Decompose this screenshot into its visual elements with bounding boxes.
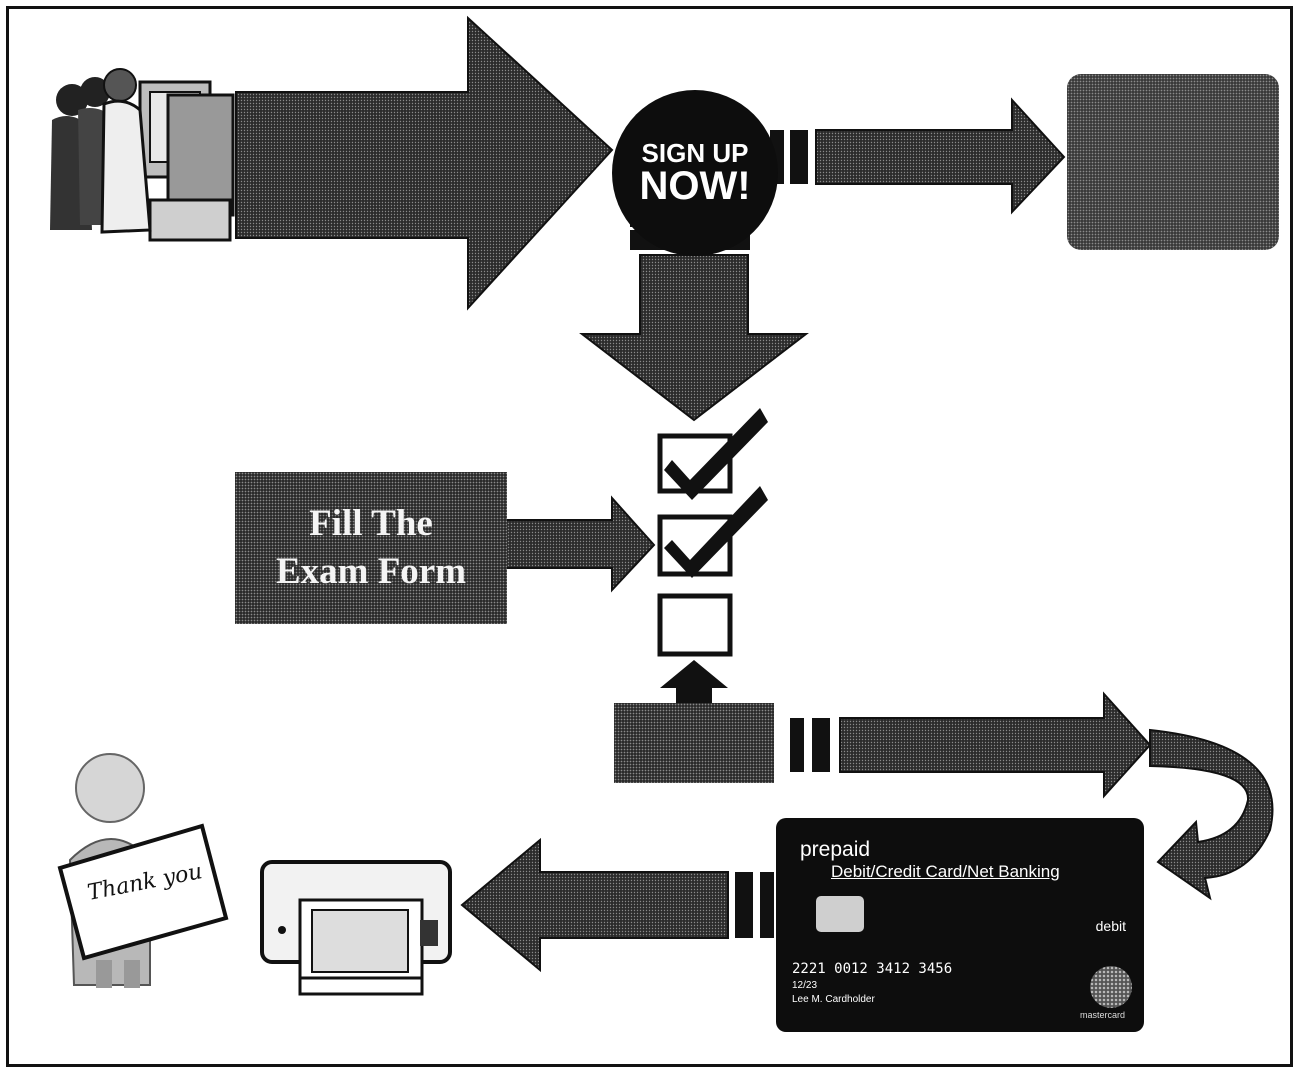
card-brand: mastercard xyxy=(1080,1010,1126,1020)
printer-illustration xyxy=(260,860,452,996)
card-expiry: 12/23 xyxy=(792,980,818,991)
card-chip-icon xyxy=(816,896,864,932)
now-text: NOW! xyxy=(639,164,751,208)
computer-users-illustration xyxy=(50,68,235,242)
sign-up-badge: SIGN UP NOW! xyxy=(612,90,778,256)
debit-label: debit xyxy=(1095,918,1126,934)
checkbox-empty xyxy=(657,593,733,657)
fill-exam-form-label: Fill The Exam Form xyxy=(275,503,467,592)
contact-info-box xyxy=(1067,74,1279,250)
card-to-printer-arrow xyxy=(460,837,774,973)
card-holder: Lee M. Cardholder xyxy=(792,994,875,1005)
submit-box xyxy=(614,703,774,783)
website-arrow xyxy=(235,15,614,311)
payment-card: prepaid Debit/Credit Card/Net Banking de… xyxy=(776,818,1144,1032)
payment-methods-label: Debit/Credit Card/Net Banking xyxy=(831,862,1060,881)
thank-you-person xyxy=(57,753,229,988)
signup-to-contact-arrow xyxy=(770,97,1066,215)
submit-up-arrow xyxy=(660,660,728,703)
card-type-label: prepaid xyxy=(800,838,871,861)
checkbox-checked-2 xyxy=(657,486,768,578)
curved-arrow xyxy=(1149,728,1274,901)
form-to-checkbox-arrow xyxy=(505,495,656,593)
mastercard-logo-icon xyxy=(1090,966,1132,1008)
card-number: 2221 0012 3412 3456 xyxy=(792,961,953,977)
submit-to-payment-arrow xyxy=(790,691,1152,799)
fill-exam-form-box: Fill The Exam Form xyxy=(235,472,507,624)
sign-up-text: SIGN UP xyxy=(641,138,749,168)
checkbox-checked-1 xyxy=(657,408,768,500)
